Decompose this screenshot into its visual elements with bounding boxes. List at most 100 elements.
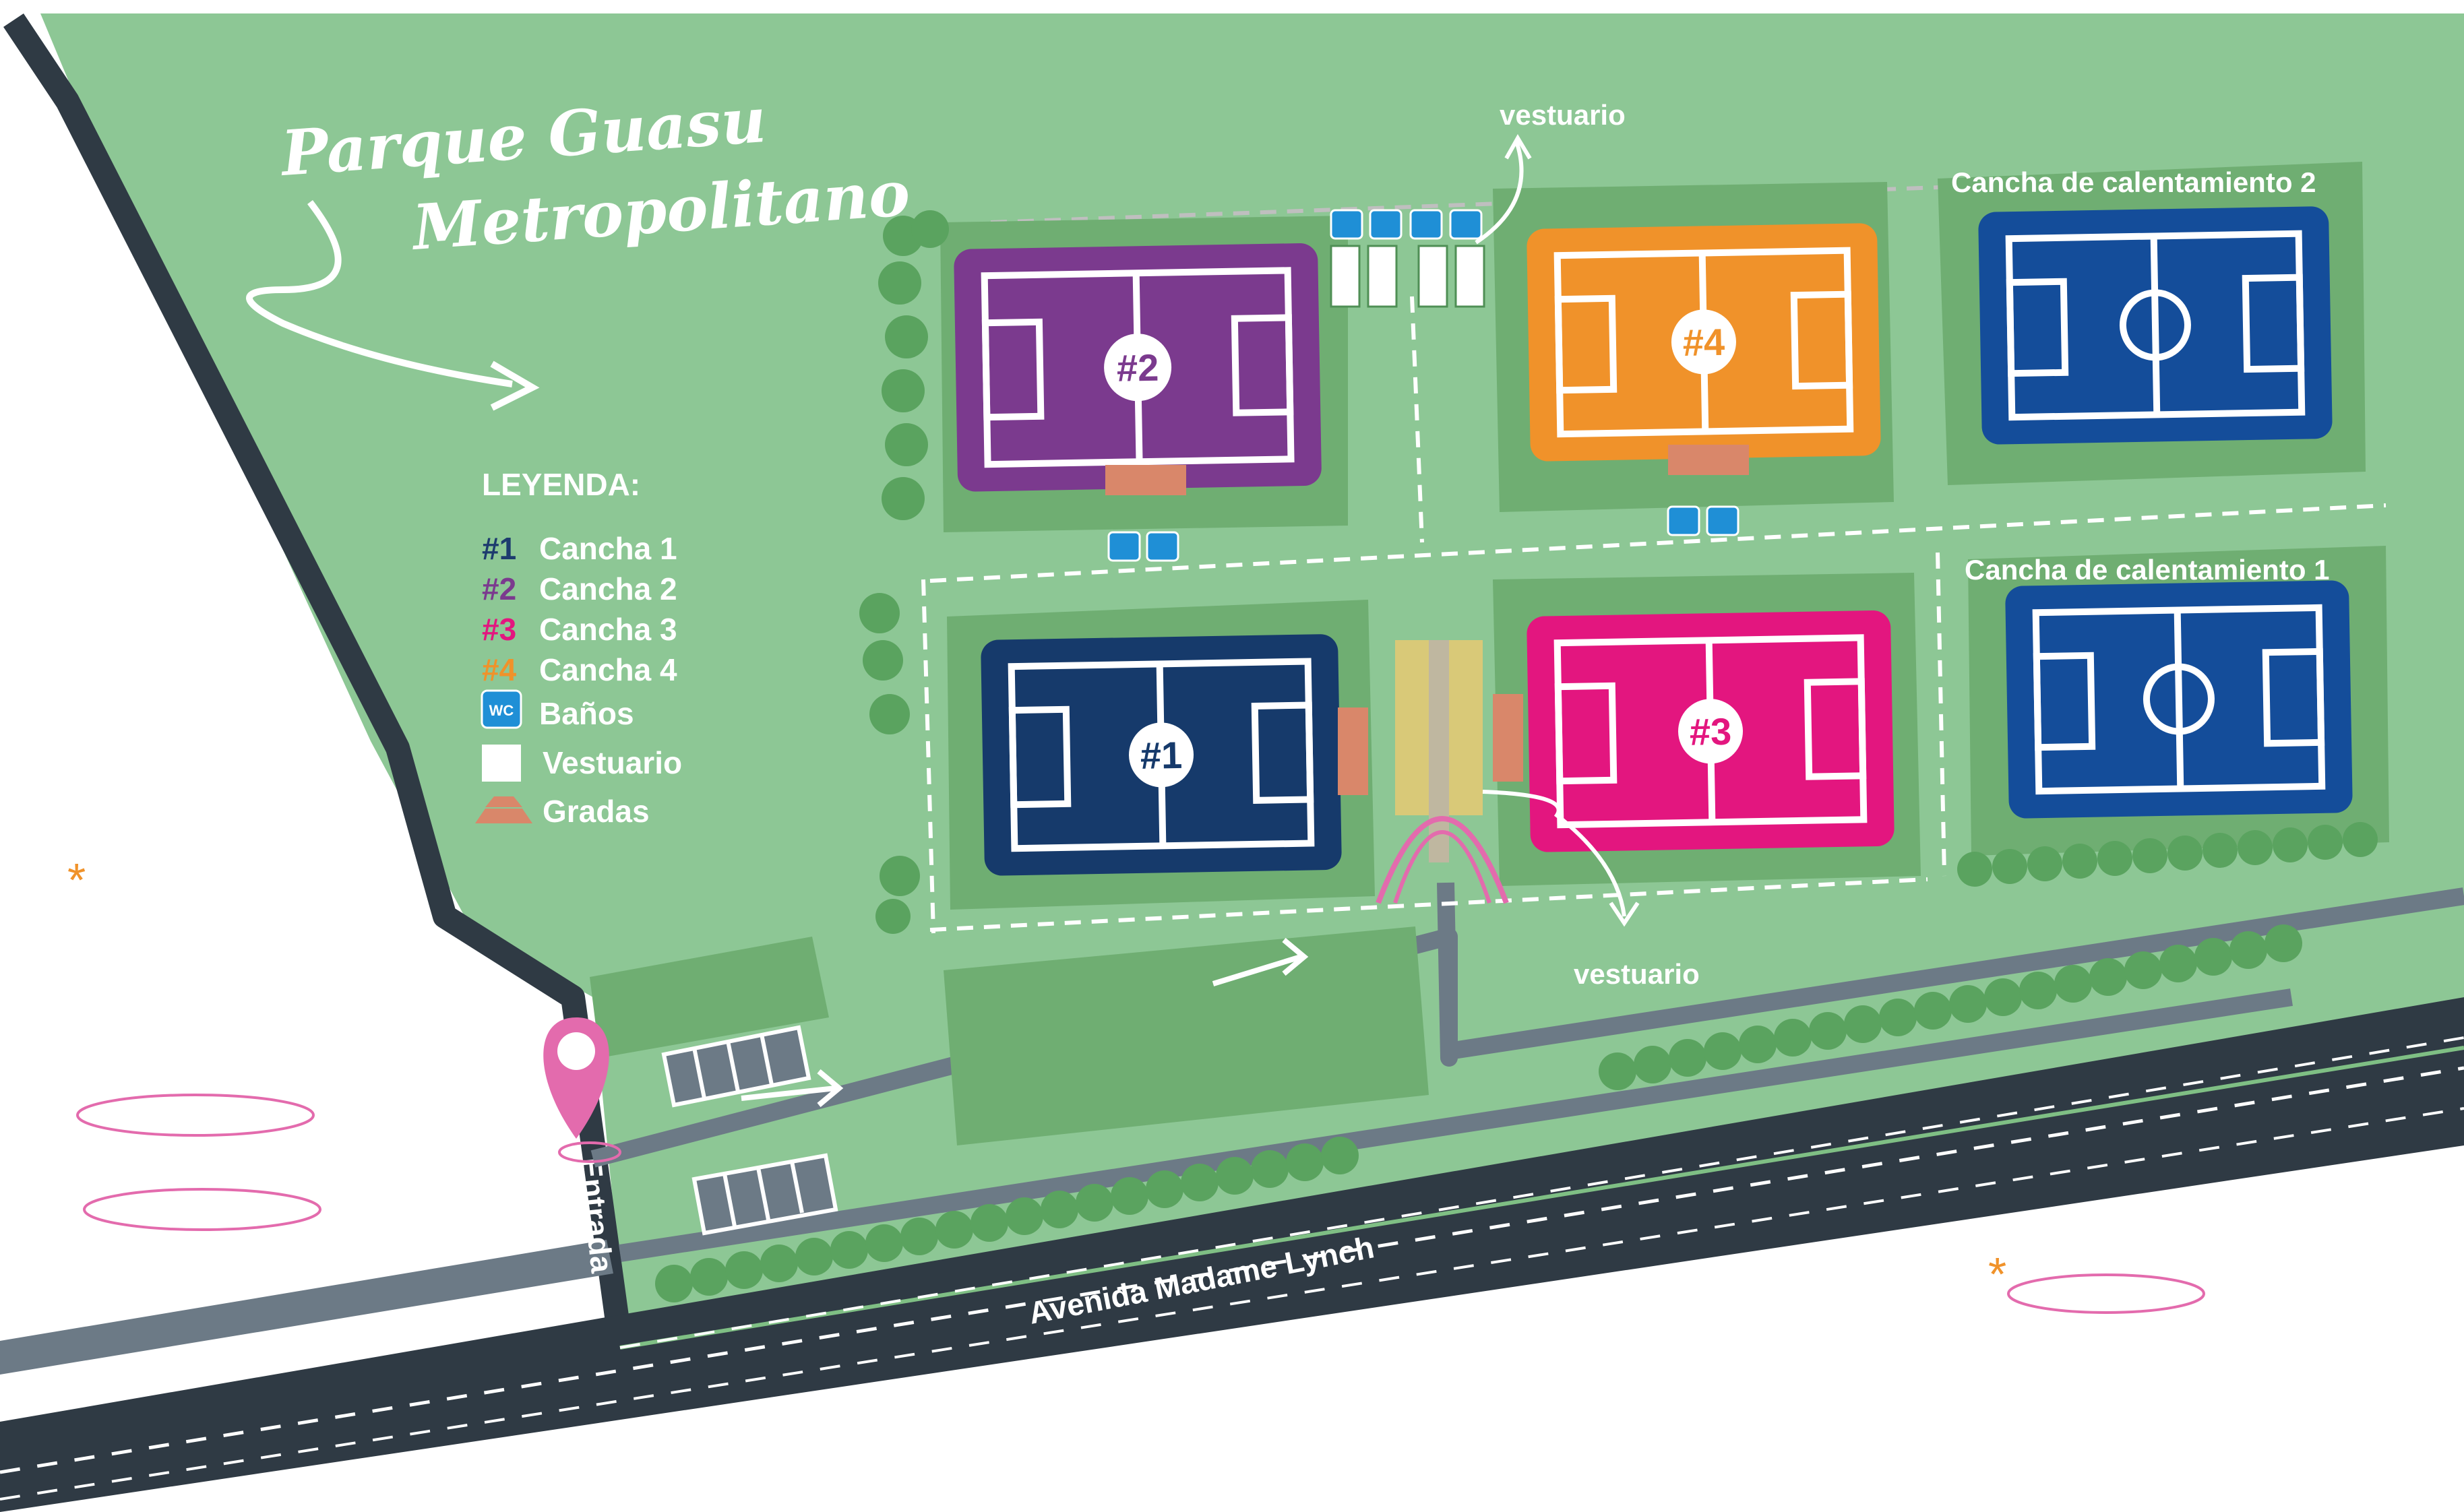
tree <box>1739 1026 1777 1063</box>
inner-path-connector <box>1437 882 1458 1059</box>
warmup-2-label: Cancha de calentamiento 2 <box>1951 166 2316 198</box>
tree <box>935 1211 973 1249</box>
tree <box>1914 992 1952 1030</box>
tree <box>1321 1137 1359 1174</box>
block-parking-top <box>590 937 829 1058</box>
tree <box>2159 945 2197 982</box>
tree <box>971 1204 1008 1242</box>
title-arrow <box>246 199 513 387</box>
field-number: #4 <box>1682 321 1725 364</box>
tree <box>1879 999 1917 1036</box>
tree <box>1634 1046 1671 1083</box>
legend-label: Cancha 4 <box>539 652 677 687</box>
tree-row-bottom <box>655 822 2378 1302</box>
block-lawn <box>944 926 1429 1145</box>
dashed-divider-v2 <box>1410 296 1424 543</box>
decor-scribble <box>76 1094 315 1137</box>
field-cancha-2[interactable]: #2 <box>954 243 1322 492</box>
legend-bleachers-icon <box>475 796 532 823</box>
vestuario-top-arrow <box>1475 141 1524 245</box>
tree <box>1111 1177 1148 1215</box>
dashed-divider-v3 <box>1936 552 1946 877</box>
legend-key: #1 <box>482 531 516 566</box>
field-number: #3 <box>1689 710 1731 753</box>
field-number: #2 <box>1116 346 1159 389</box>
tree <box>1146 1170 1183 1208</box>
tree <box>1076 1184 1113 1222</box>
tree <box>2019 972 2057 1009</box>
tree <box>1844 1005 1882 1043</box>
legend-label: Baños <box>539 696 634 731</box>
field-number: #1 <box>1140 734 1182 777</box>
legend-key: #2 <box>482 571 516 606</box>
bleachers-icon <box>1105 445 1749 795</box>
side-road <box>0 1240 613 1375</box>
svg-text:*: * <box>1988 1248 2006 1300</box>
arch-feature <box>1376 816 1509 904</box>
field-cancha-1[interactable]: #1 <box>981 634 1342 876</box>
legend-key: #3 <box>482 612 516 647</box>
avenue-road <box>0 997 2464 1512</box>
tree <box>1599 1052 1636 1090</box>
tree <box>2027 846 2062 881</box>
central-building <box>1395 640 1483 862</box>
field-cancha-3[interactable]: #3 <box>1527 610 1895 852</box>
tree <box>690 1258 728 1296</box>
field-warmup-1[interactable] <box>2005 580 2353 819</box>
legend-label: Cancha 2 <box>539 571 677 606</box>
tree <box>2124 951 2162 989</box>
star-icon: * <box>67 854 86 906</box>
tree <box>1286 1143 1324 1181</box>
tree <box>2238 830 2273 865</box>
avenue-lane-line <box>619 1036 2464 1349</box>
tree <box>1774 1019 1812 1057</box>
tree <box>1809 1012 1847 1050</box>
tree <box>2097 841 2132 876</box>
tree <box>2343 822 2378 857</box>
parking-top <box>661 1025 811 1108</box>
tree <box>2194 938 2232 976</box>
warmup-1-label: Cancha de calentamiento 1 <box>1965 554 2330 586</box>
tree <box>725 1251 763 1289</box>
legend: LEYENDA: #1 Cancha 1 #2 Cancha 2 #3 Canc… <box>475 467 682 829</box>
dashed-perimeter-low <box>929 877 1928 932</box>
tree <box>1957 852 1992 887</box>
tree <box>1992 849 2027 884</box>
legend-wc-icon: WC <box>481 689 522 729</box>
tree <box>2132 838 2167 873</box>
tree-row <box>859 210 949 934</box>
wc-icon <box>1107 209 1739 562</box>
tree <box>760 1245 798 1282</box>
tree <box>2054 965 2092 1003</box>
inner-path-lower <box>619 988 2293 1262</box>
tree <box>1251 1150 1289 1188</box>
wc-label: WC <box>489 702 514 719</box>
tree <box>2203 833 2238 868</box>
tree <box>1984 978 2022 1016</box>
dashed-divider-v1 <box>921 579 935 934</box>
legend-label: Cancha 1 <box>539 531 677 566</box>
tree <box>1216 1157 1254 1195</box>
tree <box>795 1238 833 1275</box>
legend-key: #4 <box>482 652 517 687</box>
tree <box>2273 827 2308 862</box>
legend-heading: LEYENDA: <box>482 467 640 502</box>
tree <box>900 1218 938 1255</box>
tree <box>2167 836 2203 871</box>
direction-arrow <box>741 937 1309 1108</box>
field-warmup-2[interactable] <box>1978 206 2333 445</box>
vestuario-bottom-arrow <box>1482 790 1626 917</box>
tree <box>1041 1191 1078 1228</box>
parking-bottom <box>691 1153 838 1236</box>
tree <box>1704 1032 1742 1070</box>
location-pin-icon[interactable] <box>543 1017 621 1163</box>
tree <box>2265 924 2302 962</box>
legend-label: Vestuario <box>543 745 682 780</box>
field-cancha-4[interactable]: #4 <box>1527 223 1881 462</box>
avenue-lane-line-lower <box>0 1107 2464 1501</box>
vestuario-bottom-label: vestuario <box>1574 958 1700 990</box>
tree <box>1949 985 1987 1023</box>
tree <box>2062 844 2097 879</box>
legend-label: Gradas <box>543 794 650 829</box>
